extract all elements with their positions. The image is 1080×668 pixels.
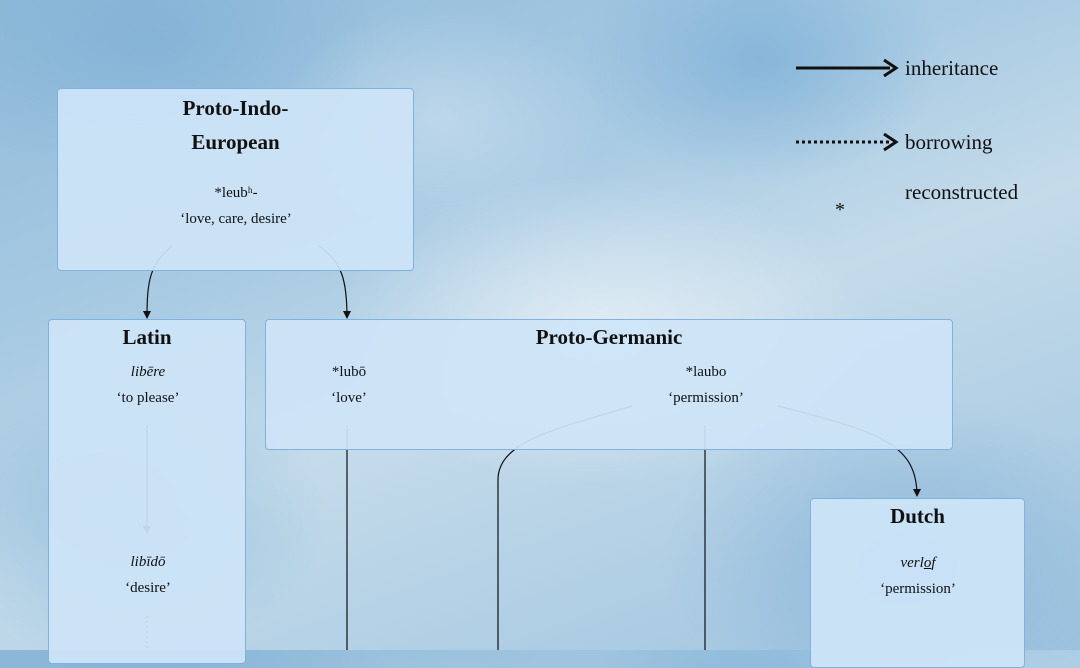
node-proto-indo-european: Proto-Indo- European *leubʰ- ‘love, care… [57, 88, 414, 271]
word-form-stressed: o [923, 555, 932, 571]
node-title: Proto-Indo- [182, 96, 289, 120]
legend-reconstructed-label: reconstructed [905, 180, 1019, 204]
node-dutch: Dutch verlof ‘permission’ [810, 498, 1025, 668]
legend-borrowing-label: borrowing [905, 130, 993, 154]
word-form: *lubō [331, 364, 367, 380]
word-form: libīdō [130, 554, 166, 570]
word-entry: *leubʰ- ‘love, care, desire’ [180, 180, 292, 232]
legend-borrowing-arrowhead [883, 132, 899, 152]
word-form: libēre [130, 364, 166, 380]
word-form-part: verl [900, 555, 924, 571]
word-form: *laubo [685, 364, 727, 380]
legend-inheritance-label: inheritance [905, 56, 999, 80]
word-entry: verlof ‘permission’ [880, 550, 956, 602]
word-gloss: ‘love, care, desire’ [180, 211, 292, 227]
word-gloss: ‘permission’ [880, 581, 956, 597]
word-gloss: ‘permission’ [668, 390, 744, 406]
legend-reconstructed-symbol: * [835, 199, 845, 221]
word-entry: libīdō ‘desire’ [125, 549, 171, 601]
node-title: Proto-Germanic [535, 325, 683, 349]
node-title: Latin [122, 325, 172, 349]
word-entry: *laubo ‘permission’ [668, 359, 744, 411]
word-gloss: ‘desire’ [125, 580, 171, 596]
word-gloss: ‘love’ [331, 390, 367, 406]
word-entry: libēre ‘to please’ [117, 359, 180, 411]
node-proto-germanic: Proto-Germanic *lubō ‘love’ *laubo ‘perm… [265, 319, 953, 450]
node-title: European [191, 130, 280, 154]
word-gloss: ‘to please’ [116, 390, 180, 406]
node-latin: Latin libēre ‘to please’ libīdō ‘desire’ [48, 319, 246, 664]
word-entry: *lubō ‘love’ [331, 359, 367, 411]
node-title: Dutch [890, 504, 945, 528]
legend-inheritance-arrowhead [883, 58, 899, 78]
word-form: verlof [880, 550, 956, 576]
word-form: *leubʰ- [214, 185, 258, 201]
word-form-part: f [931, 555, 936, 571]
